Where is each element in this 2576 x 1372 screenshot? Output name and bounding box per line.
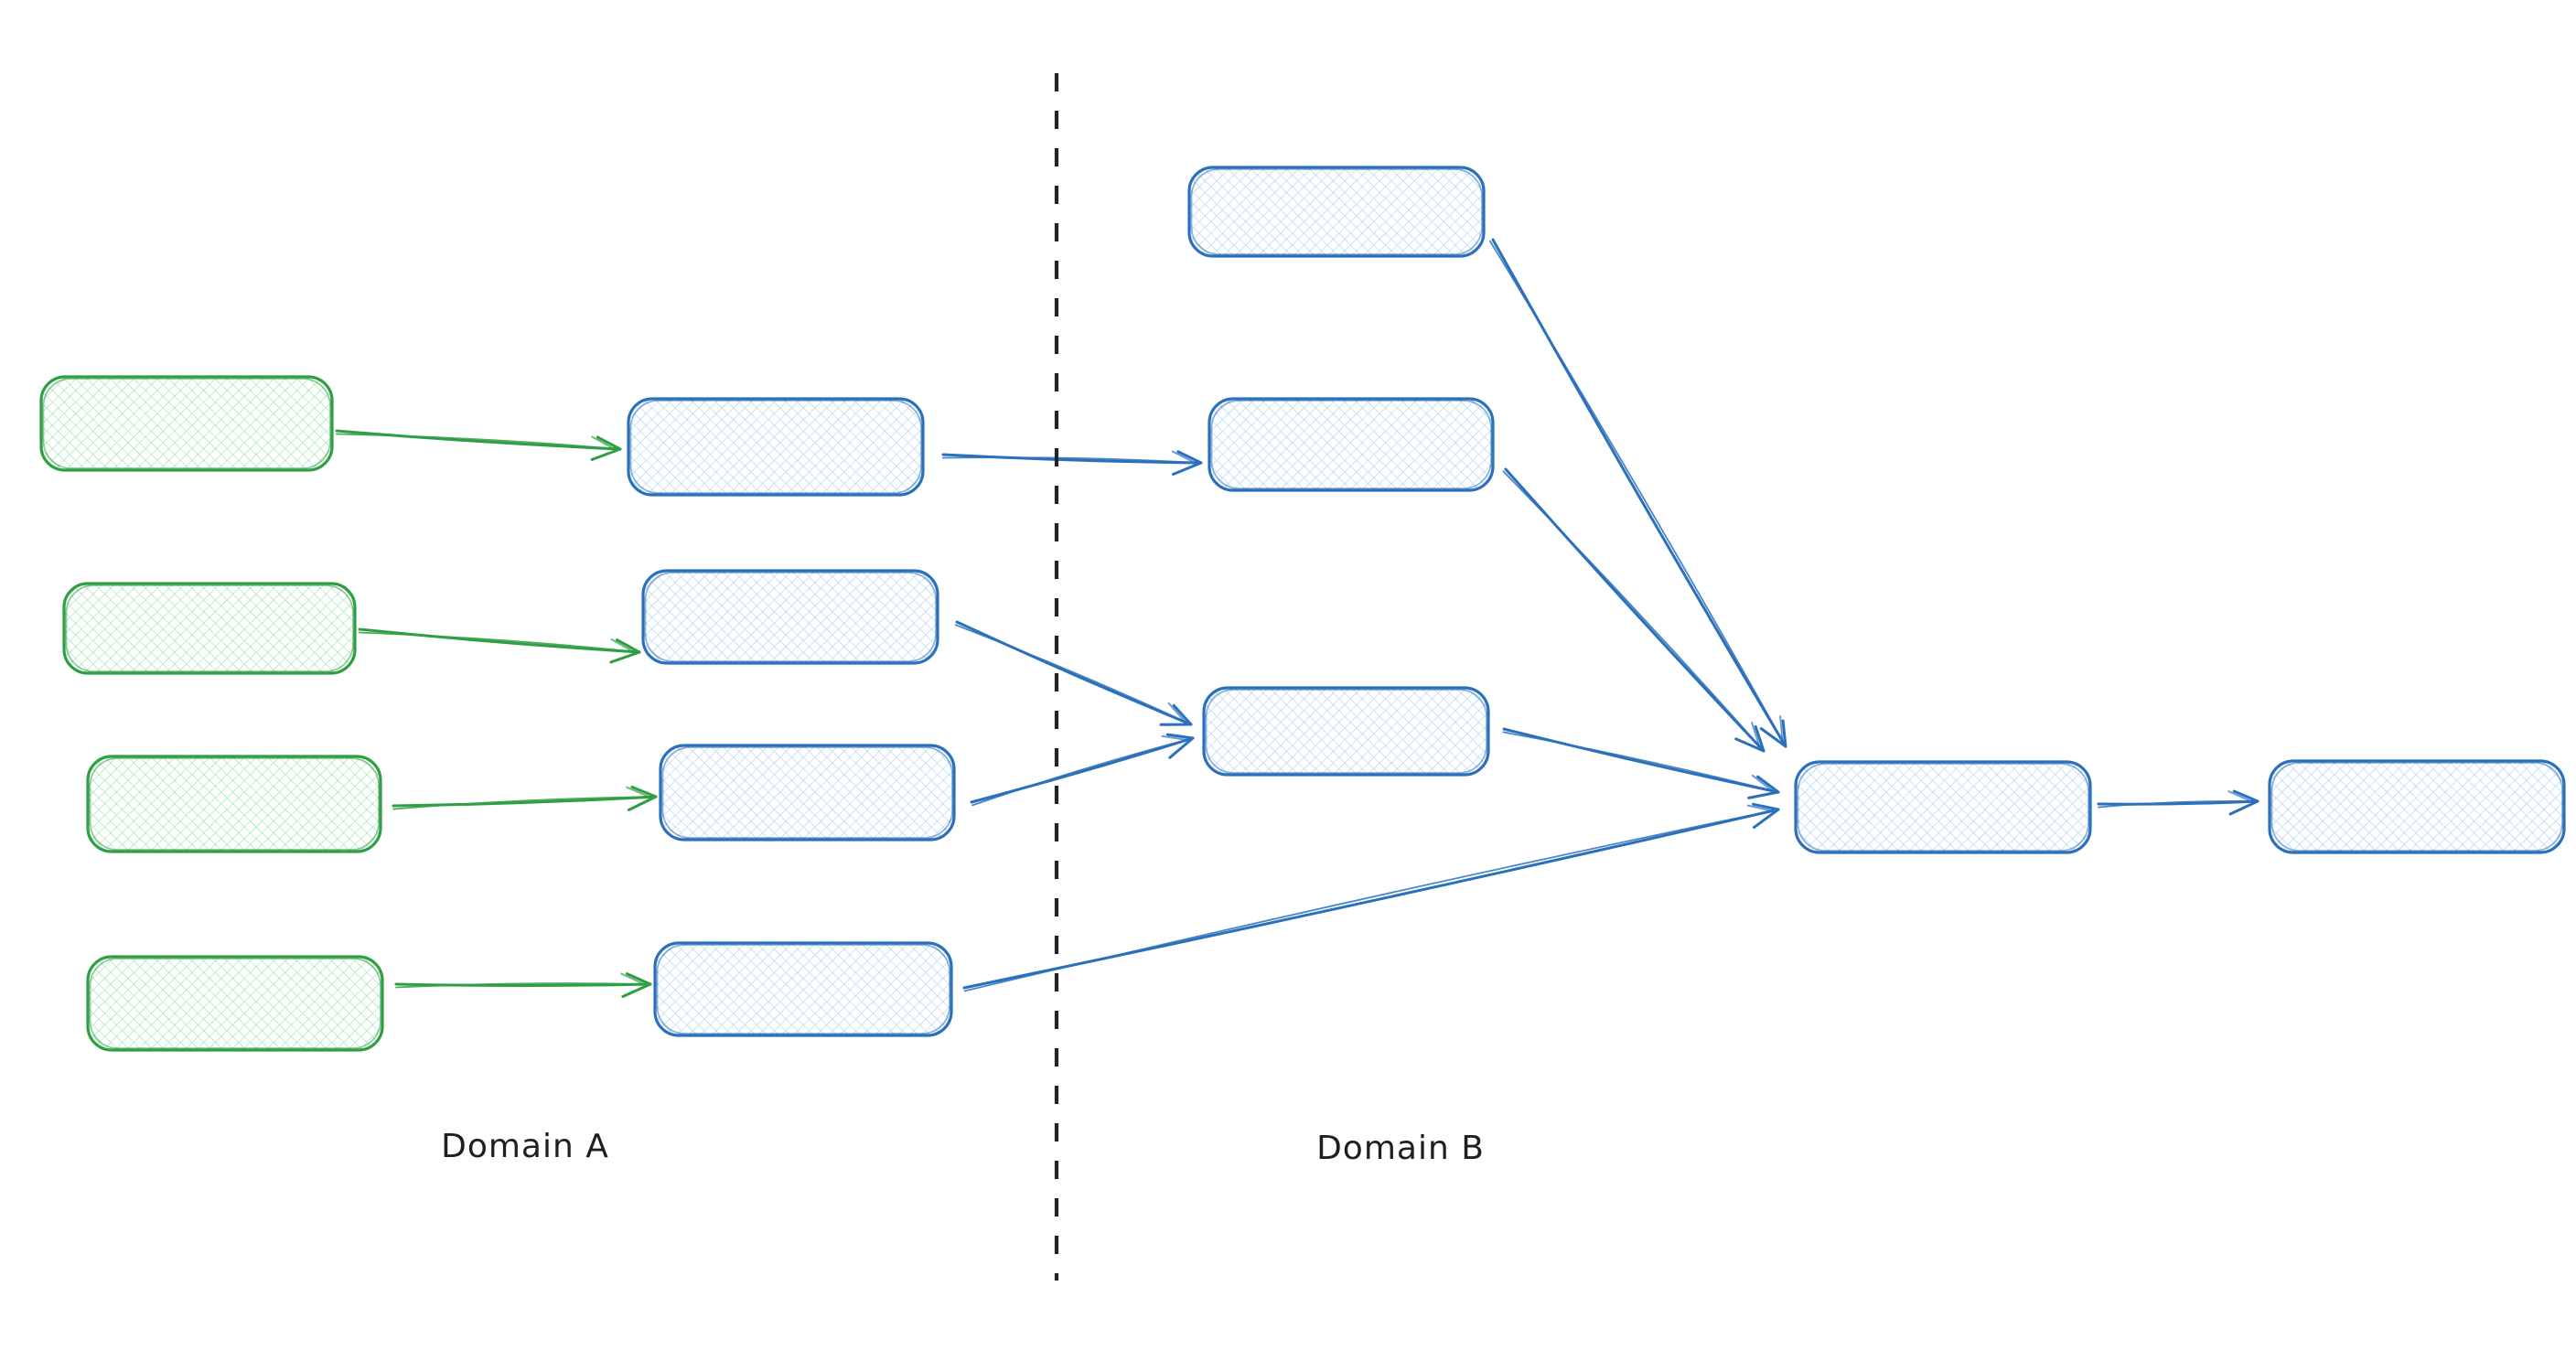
node-blue-b1[interactable] — [1187, 166, 1486, 258]
edge-green-4-to-blue-a4[interactable] — [394, 972, 652, 998]
nodes-layer — [39, 166, 2566, 1052]
edge-green-1-to-blue-a1[interactable] — [335, 429, 622, 461]
domain-b-label[interactable]: Domain B — [1316, 1130, 1485, 1167]
node-blue-a4[interactable] — [653, 941, 953, 1037]
node-blue-out[interactable] — [2268, 759, 2566, 854]
node-blue-b3[interactable] — [1202, 686, 1490, 777]
edge-blue-a2-to-blue-b3[interactable] — [954, 620, 1193, 726]
node-green-4[interactable] — [86, 955, 384, 1052]
edge-green-3-to-blue-a3[interactable] — [392, 785, 658, 811]
edge-green-2-to-blue-a2[interactable] — [358, 627, 641, 664]
edge-blue-a3-to-blue-b3[interactable] — [970, 733, 1195, 807]
edge-blue-hub-to-blue-out[interactable] — [2097, 789, 2259, 816]
node-green-3[interactable] — [86, 755, 382, 853]
node-blue-a2[interactable] — [641, 569, 939, 665]
node-blue-a1[interactable] — [627, 397, 925, 497]
edge-blue-a1-to-blue-b2[interactable] — [941, 450, 1203, 476]
domain-a-label[interactable]: Domain A — [441, 1128, 609, 1165]
edge-blue-b3-to-blue-hub[interactable] — [1502, 727, 1780, 799]
node-green-2[interactable] — [62, 582, 357, 675]
edge-blue-b2-to-blue-hub[interactable] — [1502, 467, 1766, 753]
node-blue-a3[interactable] — [659, 744, 956, 841]
edge-blue-b1-to-blue-hub[interactable] — [1489, 238, 1787, 748]
edges-layer — [335, 238, 2259, 998]
node-blue-b2[interactable] — [1208, 397, 1495, 492]
node-blue-hub[interactable] — [1794, 760, 2092, 854]
node-green-1[interactable] — [39, 375, 334, 472]
edge-blue-a4-to-blue-hub[interactable] — [962, 802, 1780, 992]
